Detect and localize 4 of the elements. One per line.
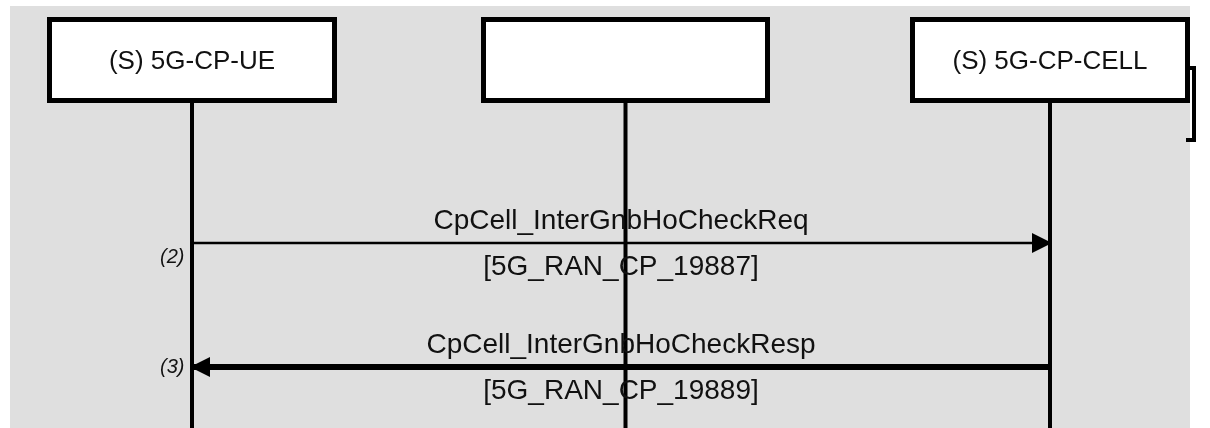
step-number: (3) bbox=[160, 355, 185, 378]
participant-box: (S) 5G-CP-CELL bbox=[910, 17, 1190, 103]
participant-box: (S) 5G-CP-UE bbox=[47, 17, 337, 103]
step-number: (2) bbox=[160, 245, 185, 268]
